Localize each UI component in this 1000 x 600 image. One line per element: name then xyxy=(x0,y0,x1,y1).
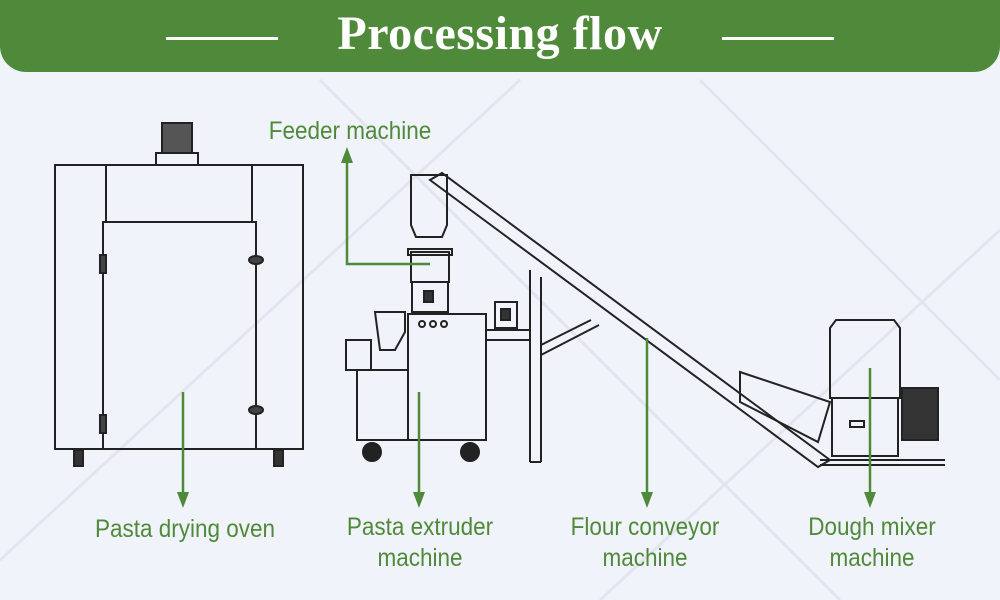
flour-conveyor xyxy=(428,171,832,469)
header-banner: Processing flow xyxy=(0,0,1000,72)
label-line-1: Dough mixer xyxy=(808,513,936,541)
pasta-extruder xyxy=(345,301,530,462)
arrow-head-down-icon xyxy=(864,492,876,508)
feeder-machine xyxy=(407,174,453,313)
label-line-2: machine xyxy=(377,544,463,572)
label-line-2: machine xyxy=(829,544,915,572)
arrow-head-down-icon xyxy=(413,492,425,508)
label-line-1: Pasta extruder xyxy=(346,513,494,541)
label-pasta-extruder: Pasta extruder machine xyxy=(330,512,510,574)
label-feeder-machine: Feeder machine xyxy=(268,117,432,145)
arrows xyxy=(181,160,872,494)
label-pasta-drying-oven: Pasta drying oven xyxy=(94,515,276,543)
dough-mixer xyxy=(739,319,945,466)
header-rule-right xyxy=(722,37,834,40)
arrow-head-up-icon xyxy=(341,147,353,163)
feeder-arrow xyxy=(345,160,430,266)
label-line-1: Flour conveyor xyxy=(570,513,720,541)
label-dough-mixer: Dough mixer machine xyxy=(782,512,962,574)
arrow-head-down-icon xyxy=(641,492,653,508)
label-flour-conveyor: Flour conveyor machine xyxy=(555,512,735,574)
page-title: Processing flow xyxy=(337,7,663,60)
label-line-2: machine xyxy=(602,544,688,572)
arrow-head-down-icon xyxy=(177,492,189,508)
watermark xyxy=(0,78,1000,600)
header-rule-left xyxy=(166,37,278,40)
oven-motor-icon xyxy=(161,122,193,154)
drying-oven xyxy=(54,122,304,467)
